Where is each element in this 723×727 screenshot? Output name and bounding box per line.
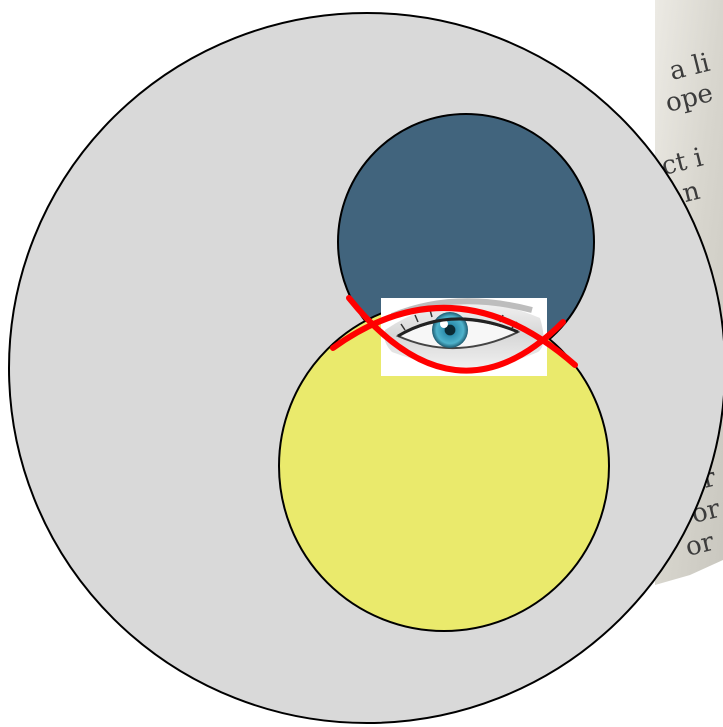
eye-iris [432,312,468,348]
